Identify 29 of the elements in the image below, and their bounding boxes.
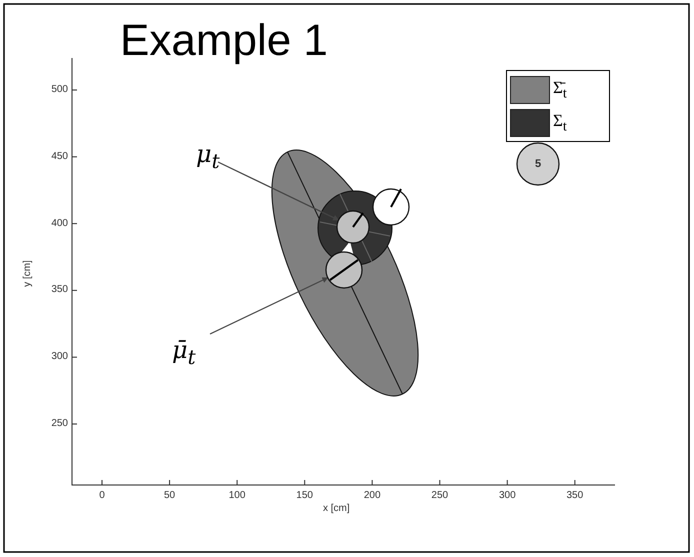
landmark-number: 5 (534, 158, 542, 170)
math-label: μ̄$_{t}$ (172, 338, 196, 367)
legend-label: Σ$_{t}$ (553, 110, 567, 136)
tick-label: 350 (51, 284, 68, 296)
tick-label: 350 (566, 490, 584, 501)
tick-label: 300 (498, 490, 517, 501)
axis-title: x [cm] (323, 503, 350, 514)
predicted-robot-circle (324, 250, 364, 290)
arrow (341, 241, 354, 255)
slide-title: Example 1 (120, 16, 328, 66)
math-label: μ$_{t}$ (196, 142, 220, 171)
leader-line (210, 277, 328, 335)
tick-label: 150 (295, 490, 314, 501)
robot-circle (371, 187, 411, 227)
tick-label: 0 (98, 490, 106, 501)
tick-label: 200 (362, 490, 382, 501)
tick-label: 250 (51, 418, 68, 429)
tick-label: 300 (51, 351, 68, 362)
tick-label: 100 (228, 490, 246, 501)
tick-label: 450 (51, 150, 68, 162)
tick-label: 50 (162, 490, 176, 501)
tick-label: 500 (51, 84, 68, 95)
tick-label: 250 (430, 490, 450, 501)
corrected-robot-circle (335, 209, 371, 245)
axis-title: y [cm] (22, 260, 33, 287)
landmark-circle (515, 141, 561, 187)
legend-label: Σ̄$_{t}$ (553, 77, 567, 104)
leader-line (218, 161, 340, 221)
tick-label: 400 (51, 218, 68, 229)
